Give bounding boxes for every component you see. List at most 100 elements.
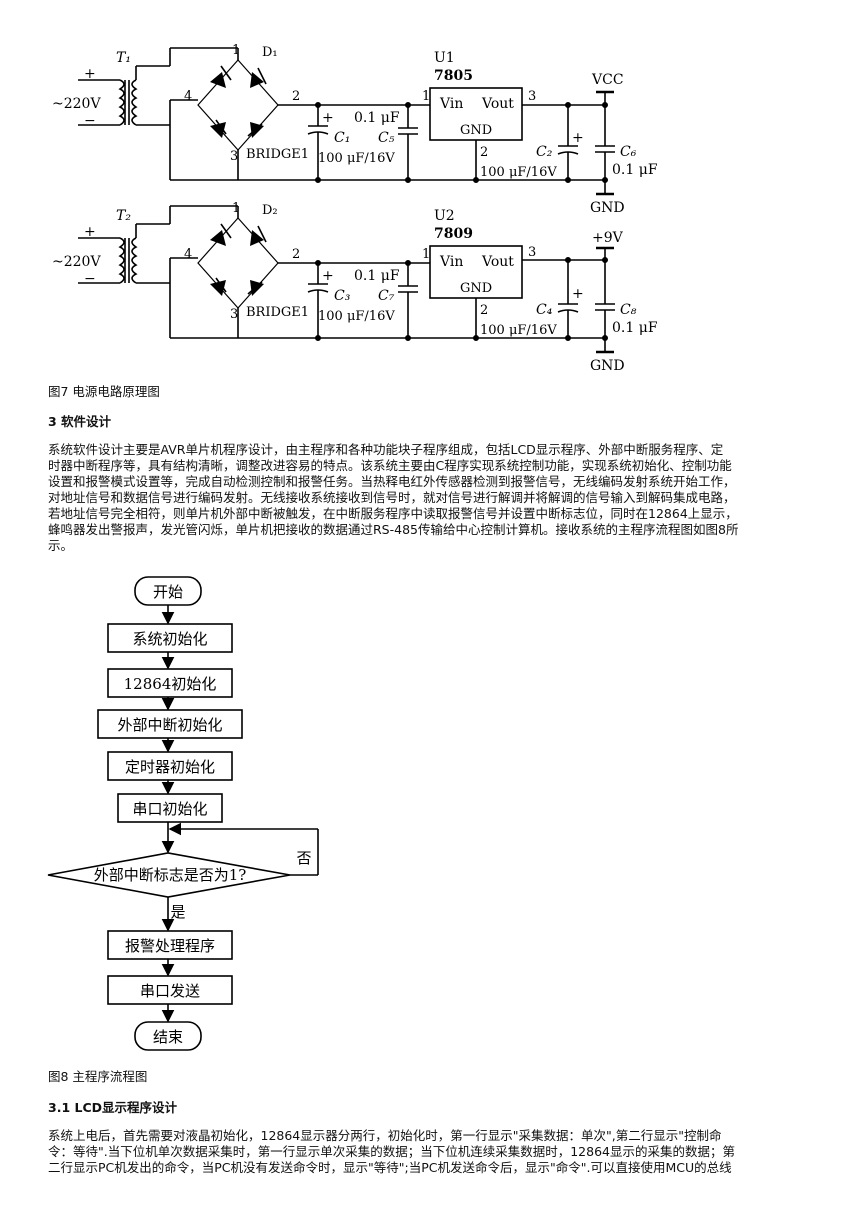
- c7-value: 0.1 μF: [354, 268, 400, 284]
- yes-label: 是: [170, 903, 185, 921]
- paragraph-line: 示。: [48, 538, 74, 553]
- c6-value: 0.1 μF: [612, 162, 658, 178]
- section3-paragraph: 系统软件设计主要是AVR单片机程序设计，由主程序和各种功能块子程序组成，包括LC…: [48, 442, 838, 554]
- u1-pin2: 2: [480, 145, 488, 160]
- node-2-label: 2: [292, 89, 300, 104]
- bridge-label: BRIDGE1: [246, 147, 309, 162]
- step3-label: 外部中断初始化: [117, 716, 222, 734]
- u2-pin2: 2: [480, 303, 488, 318]
- t2-label: T₂: [116, 208, 131, 224]
- c3-label: C₃: [334, 288, 351, 304]
- ac-label-2: ~220V: [52, 254, 101, 270]
- plus-label-2: +: [84, 224, 96, 240]
- reg1-label: 7805: [434, 68, 473, 84]
- c6-label: C₆: [620, 144, 637, 160]
- fig7-caption: 图7 电源电路原理图: [48, 384, 160, 399]
- gnd-label-1: GND: [590, 200, 625, 216]
- step6-box: [107, 930, 233, 960]
- no-label: 否: [296, 849, 311, 867]
- paragraph-line: 二行显示PC机发出的命令，当PC机没有发送命令时，显示"等待";当PC机发送命令…: [48, 1160, 732, 1175]
- u2-vin: Vin: [439, 254, 463, 270]
- step1-label: 系统初始化: [132, 630, 207, 648]
- section3-heading: 3 软件设计: [48, 414, 112, 429]
- paragraph-line: 系统软件设计主要是AVR单片机程序设计，由主程序和各种功能块子程序组成，包括LC…: [48, 442, 724, 457]
- c1-value: 100 μF/16V: [318, 151, 395, 166]
- section31-heading: 3.1 LCD显示程序设计: [48, 1100, 178, 1115]
- vcc-label: VCC: [591, 72, 624, 88]
- c5-value: 0.1 μF: [354, 110, 400, 126]
- fig8-caption: 图8 主程序流程图: [48, 1069, 148, 1084]
- u2-label: U2: [434, 208, 455, 224]
- step6-label: 报警处理程序: [125, 937, 215, 955]
- node-1-label-2: 1: [232, 201, 240, 216]
- c8-value: 0.1 μF: [612, 320, 658, 336]
- section31-paragraph: 系统上电后，首先需要对液晶初始化，12864显示器分两行，初始化时，第一行显示"…: [48, 1128, 838, 1176]
- c2-label: C₂: [536, 144, 553, 160]
- u2-pin1: 1: [422, 247, 430, 262]
- step3-box: [97, 709, 243, 739]
- minus-label: −: [84, 113, 96, 129]
- node-3-label-2: 3: [230, 307, 238, 322]
- paragraph-line: 蜂鸣器发出警报声，发光管闪烁，单片机把接收的数据通过RS-485传输给中心控制计…: [48, 522, 739, 537]
- c1-label: C₁: [334, 130, 350, 146]
- paragraph-line: 令：等待".当下位机单次数据采集时，第一行显示单次采集的数据；当下位机连续采集数…: [48, 1144, 735, 1159]
- ac-label: ~220V: [52, 96, 101, 112]
- u1-vin: Vin: [439, 96, 463, 112]
- paragraph-line: 设置和报警模式设置等，完成自动检测控制和报警任务。当热释电红外传感器检测到报警信…: [48, 474, 736, 489]
- c5-label: C₅: [378, 130, 395, 146]
- c7-label: C₇: [378, 288, 395, 304]
- paragraph-line: 系统上电后，首先需要对液晶初始化，12864显示器分两行，初始化时，第一行显示"…: [48, 1128, 722, 1143]
- power-circuit-diagram: T₁ + ~220V − 1 D₁ 4 2 3 BRIDGE1 + C₁ 100…: [52, 43, 658, 374]
- end-label: 结束: [153, 1028, 183, 1046]
- step7-label: 串口发送: [140, 982, 200, 1000]
- u1-gnd: GND: [460, 123, 492, 138]
- u1-pin3: 3: [528, 89, 536, 104]
- node-1-label: 1: [232, 43, 240, 58]
- circuit-2: [78, 205, 615, 354]
- main-program-flowchart: 开始 系统初始化 12864初始化 外部中断初始化 定时器初始化 串口初始化 外…: [47, 576, 319, 1051]
- d1-label: D₁: [262, 45, 278, 60]
- plus-label: +: [84, 66, 96, 82]
- reg2-label: 7809: [434, 226, 473, 242]
- c3-plus: +: [322, 268, 334, 284]
- u1-vout: Vout: [481, 96, 514, 112]
- paragraph-line: 对地址信号和数据信号进行编码发射。无线接收系统接收到信号时，就对信号进行解调并将…: [48, 490, 736, 505]
- c4-value: 100 μF/16V: [480, 323, 557, 338]
- start-label: 开始: [153, 583, 183, 601]
- circuit-1: [78, 47, 615, 196]
- step7-box: [107, 975, 233, 1005]
- u2-pin3: 3: [528, 245, 536, 260]
- node-2-label-2: 2: [292, 247, 300, 262]
- c8-label: C₈: [620, 302, 637, 318]
- paragraph-line: 若地址信号完全相符，则单片机外部中断被触发，在中断服务程序中读取报警信号并设置中…: [48, 506, 738, 521]
- bridge-label-2: BRIDGE1: [246, 305, 309, 320]
- c2-plus: +: [572, 130, 584, 146]
- step5-label: 串口初始化: [132, 800, 207, 818]
- c3-value: 100 μF/16V: [318, 309, 395, 324]
- step5-box: [117, 793, 223, 823]
- decision-label: 外部中断标志是否为1?: [94, 866, 247, 884]
- step2-label: 12864初始化: [124, 675, 217, 693]
- gnd-label-2: GND: [590, 358, 625, 374]
- c2-value: 100 μF/16V: [480, 165, 557, 180]
- step4-box: [107, 751, 233, 781]
- step4-label: 定时器初始化: [125, 758, 215, 776]
- u1-label: U1: [434, 50, 455, 66]
- step2-box: [107, 668, 233, 698]
- d2-label: D₂: [262, 203, 278, 218]
- end-terminal: [134, 1021, 202, 1051]
- c4-plus: +: [572, 286, 584, 302]
- minus-label-2: −: [84, 271, 96, 287]
- u1-pin1: 1: [422, 89, 430, 104]
- paragraph-line: 时器中断程序等，具有结构清晰，调整改进容易的特点。该系统主要由C程序实现系统控制…: [48, 458, 732, 473]
- step1-box: [107, 623, 233, 653]
- c1-plus: +: [322, 110, 334, 126]
- u2-vout: Vout: [481, 254, 514, 270]
- v9-label: +9V: [592, 230, 624, 246]
- u2-gnd: GND: [460, 281, 492, 296]
- node-4-label: 4: [184, 89, 192, 104]
- t1-label: T₁: [116, 50, 131, 66]
- node-3-label: 3: [230, 149, 238, 164]
- node-4-label-2: 4: [184, 247, 192, 262]
- c4-label: C₄: [536, 302, 553, 318]
